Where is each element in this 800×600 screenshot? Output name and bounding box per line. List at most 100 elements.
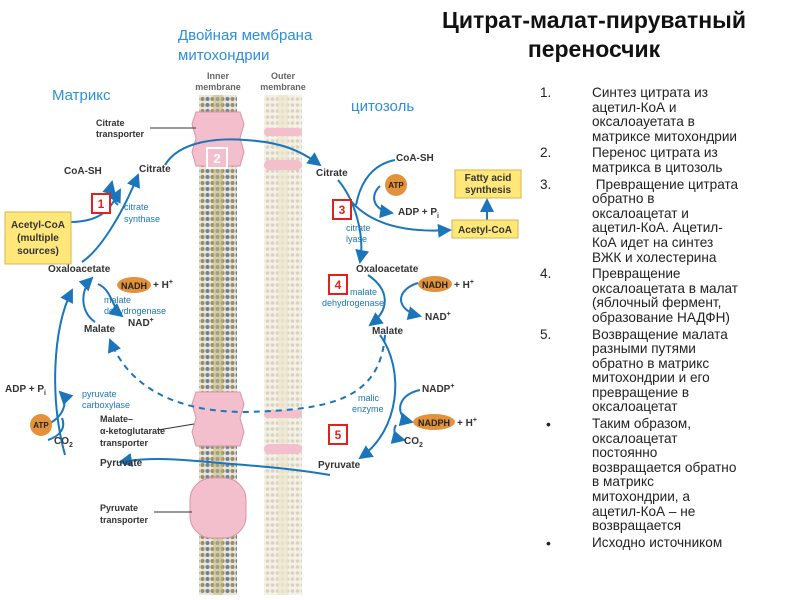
nadh-cytosol-label: NADH xyxy=(422,280,448,290)
inner-membrane-label-1: Inner xyxy=(207,71,230,81)
acetyl-coa-matrix-box: Acetyl-CoA (multiple sources) xyxy=(4,211,72,265)
pyruvate-carboxylase-label-1: pyruvate xyxy=(82,389,117,399)
cytosol-header: цитозоль xyxy=(351,98,414,115)
citrate-shuttle-diagram: Двойная мембрана митохондрии Матрикс цит… xyxy=(4,27,522,595)
marker-5: 5 xyxy=(328,424,348,445)
h-plus-cytosol-2: + H+ xyxy=(457,417,477,429)
matrix-header: Матрикс xyxy=(52,87,111,104)
citrate-lyase-label-2: lyase xyxy=(346,234,367,244)
svg-text:1: 1 xyxy=(98,197,105,211)
membrane-header-line2: митохондрии xyxy=(178,47,269,64)
co2-cytosol: CO2 xyxy=(404,436,423,449)
outer-membrane-pores xyxy=(264,128,302,454)
bullet-icon: • xyxy=(546,416,551,433)
adp-pi-cytosol: ADP + Pi xyxy=(398,207,439,220)
page-title: Цитрат-малат-пируватный переносчик xyxy=(390,6,798,64)
list-item: • Исходно источником xyxy=(546,534,723,551)
malate-cytosol-label: Malate xyxy=(372,326,404,337)
atp-matrix-badge: ATP xyxy=(30,414,52,436)
citrate-transporter-label-1: Citrate xyxy=(96,118,125,128)
malate-return-dashed-arrow xyxy=(107,334,386,414)
fatty-acid-label-2: synthesis xyxy=(465,185,512,196)
title-line-1: Цитрат-малат-пируватный xyxy=(442,7,746,33)
oxaloacetate-cytosol-label: Oxaloacetate xyxy=(356,264,419,275)
svg-text:2: 2 xyxy=(213,151,220,166)
co2-matrix: CO2 xyxy=(54,436,73,449)
malate-dh-matrix-label-1: malate xyxy=(104,295,131,305)
malic-enzyme-label-2: enzyme xyxy=(352,404,384,414)
nad-cytosol: NAD+ xyxy=(425,311,451,323)
acetyl-coa-matrix-label: Acetyl-CoA xyxy=(11,220,65,231)
atp-matrix-label: ATP xyxy=(33,421,49,430)
h-plus-matrix: + H+ xyxy=(153,279,173,291)
nadph-cytosol-label: NADPH xyxy=(418,418,450,428)
bullet-icon: • xyxy=(546,534,551,551)
acetyl-coa-cytosol-box: Acetyl-CoA xyxy=(451,219,519,239)
membrane-header-line1: Двойная мембрана xyxy=(178,27,313,44)
malate-matrix-label: Malate xyxy=(84,324,116,335)
outer-membrane xyxy=(264,95,302,595)
pyruvate-transporter-label-2: transporter xyxy=(100,515,149,525)
nadp-cytosol: NADP+ xyxy=(422,383,454,395)
citrate-cytosol-label: Citrate xyxy=(316,168,348,179)
malate-dh-cytosol-label-2: dehydrogenase xyxy=(322,298,384,308)
marker-4: 4 xyxy=(328,274,348,295)
inner-membrane-label-2: membrane xyxy=(195,82,241,92)
svg-text:3: 3 xyxy=(339,203,346,217)
atp-cytosol-badge: ATP xyxy=(385,174,407,196)
pyruvate-cytosol-label: Pyruvate xyxy=(318,460,361,471)
step-number: 2. xyxy=(540,145,552,161)
pathway-arrows xyxy=(47,138,494,476)
acetyl-coa-note-1: (multiple xyxy=(17,233,59,244)
outer-membrane-label-1: Outer xyxy=(271,71,296,81)
coa-sh-matrix-label: CoA-SH xyxy=(64,166,102,177)
outer-membrane-label-2: membrane xyxy=(260,82,306,92)
step-number: 5. xyxy=(540,326,552,342)
oxaloacetate-matrix-label: Oxaloacetate xyxy=(48,264,111,275)
svg-text:5: 5 xyxy=(335,428,342,442)
pyruvate-carboxylase-label-2: carboxylase xyxy=(82,400,130,410)
nad-matrix: NAD+ xyxy=(128,317,154,329)
fatty-acid-label-1: Fatty acid xyxy=(465,173,512,184)
marker-2: 2 xyxy=(206,147,228,169)
citrate-synthase-label-2: synthase xyxy=(124,214,160,224)
malate-transporter-label-2: α-ketoglutarate xyxy=(100,426,165,436)
nadh-cytosol-badge: NADH xyxy=(418,276,452,292)
citrate-transporter-label-2: transporter xyxy=(96,129,145,139)
malate-dh-cytosol-label-1: malate xyxy=(350,287,377,297)
malic-enzyme-label-1: malic xyxy=(358,393,380,403)
pyruvate-transporter-label-1: Pyruvate xyxy=(100,503,138,513)
pyruvate-matrix-label: Pyruvate xyxy=(100,458,143,469)
fatty-acid-box: Fatty acid synthesis xyxy=(454,169,522,199)
malate-akg-transporter xyxy=(191,391,245,447)
svg-text:4: 4 xyxy=(335,278,342,292)
citrate-synthase-label-1: citrate xyxy=(124,202,149,212)
citrate-lyase-label-1: citrate xyxy=(346,223,371,233)
marker-3: 3 xyxy=(332,199,352,220)
acetyl-coa-note-2: sources) xyxy=(17,246,59,257)
citrate-matrix-label: Citrate xyxy=(139,164,171,175)
step-number: 1. xyxy=(540,85,552,100)
title-line-2: переносчик xyxy=(527,36,661,62)
coa-sh-cytosol-label: CoA-SH xyxy=(396,153,434,164)
h-plus-cytosol: + H+ xyxy=(454,279,474,291)
nadh-matrix-label: NADH xyxy=(121,281,147,291)
step-number: 3. xyxy=(540,176,552,192)
nadh-matrix-badge: NADH xyxy=(117,277,151,293)
pyruvate-transporter xyxy=(189,477,247,539)
acetyl-coa-cytosol-label: Acetyl-CoA xyxy=(458,225,512,236)
malate-dh-matrix-label-2: dehydrogenase xyxy=(104,306,166,316)
malate-transporter-label-1: Malate– xyxy=(100,414,133,424)
nadph-cytosol-badge: NADPH xyxy=(413,414,455,430)
atp-cytosol-label: ATP xyxy=(388,181,404,190)
step-number: 4. xyxy=(540,266,552,282)
adp-pi-matrix: ADP + Pi xyxy=(5,384,46,397)
malate-transporter-label-3: transporter xyxy=(100,438,149,448)
